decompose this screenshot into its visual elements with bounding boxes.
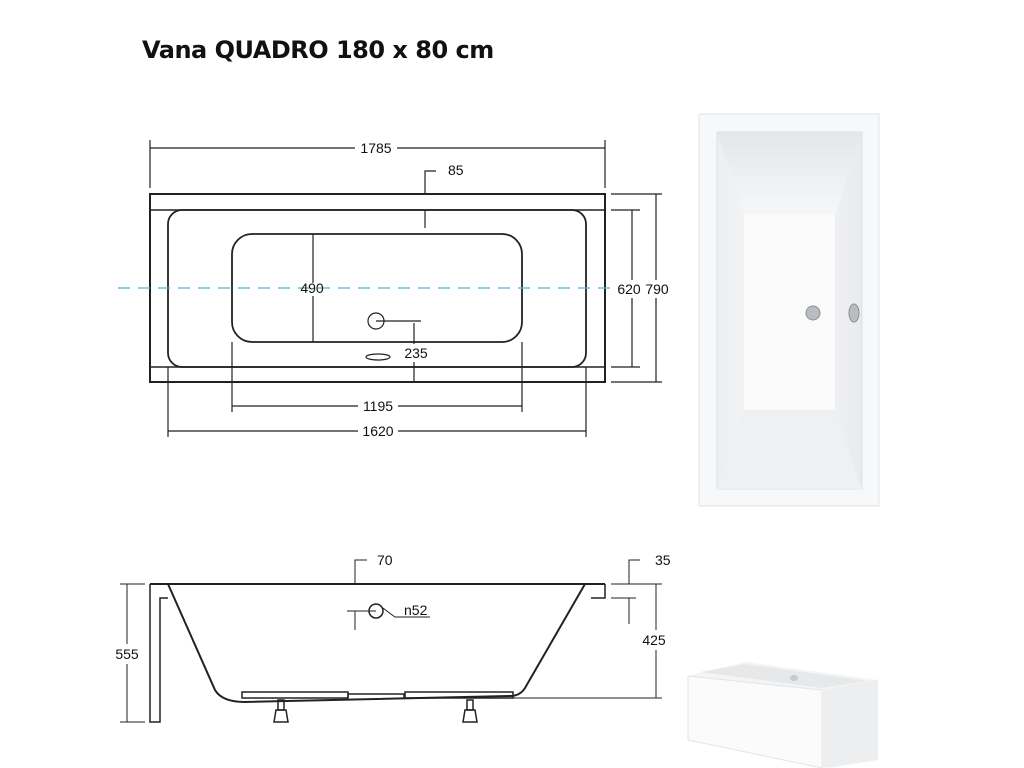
dim-overflow-diameter: n52: [404, 602, 428, 618]
dim-basin-depth: 425: [642, 632, 666, 648]
dim-rim-width: 85: [448, 162, 464, 178]
dim-basin-bottom-width: 490: [300, 280, 324, 296]
basin-profile: [167, 583, 586, 704]
dim-overall-width: 790: [645, 281, 669, 297]
dim-inner-width: 620: [617, 281, 641, 297]
bathtub-top-photo: [698, 113, 880, 507]
overflow-icon: [365, 353, 391, 361]
overflow-fitting-icon: [848, 303, 860, 323]
dim-overall-length: 1785: [360, 140, 391, 156]
dim-inner-length: 1620: [362, 423, 393, 439]
dim-basin-bottom-length: 1195: [363, 398, 393, 414]
dim-total-height: 555: [115, 646, 139, 662]
dim-rim-thickness: 70: [377, 552, 393, 568]
page-title: Vana QUADRO 180 x 80 cm: [142, 36, 494, 64]
bathtub-perspective-photo: [687, 662, 878, 768]
dim-panel-offset: 35: [655, 552, 671, 568]
drain-fitting-icon: [805, 305, 821, 321]
dim-drain-offset: 235: [404, 345, 428, 361]
